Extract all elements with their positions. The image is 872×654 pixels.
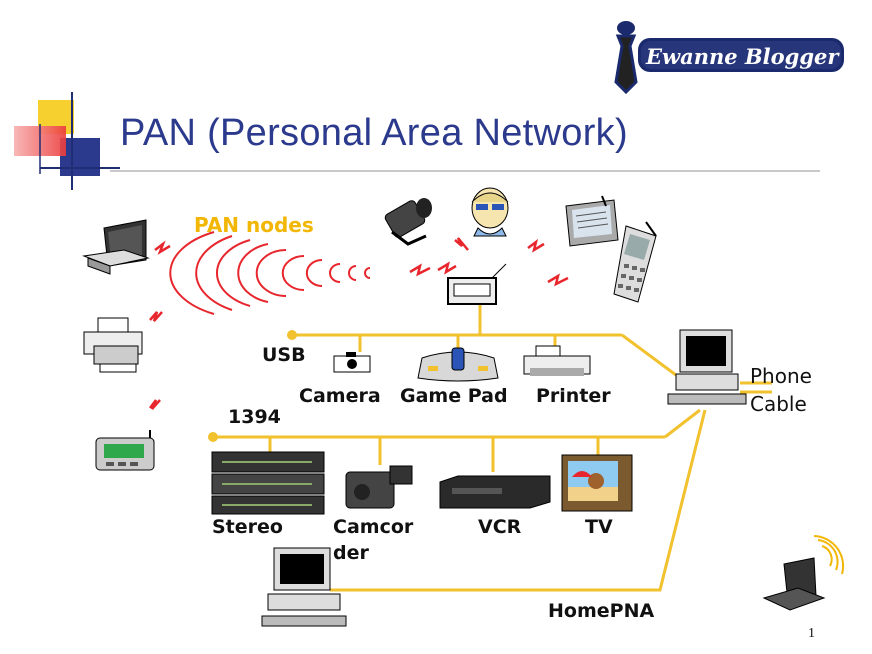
bus-1394-label: 1394 xyxy=(228,406,281,428)
camcorder-label-line1: Camcor xyxy=(333,516,414,538)
cable-label: Cable xyxy=(750,392,807,416)
camcorder-icon xyxy=(345,465,413,509)
wireless-waves xyxy=(169,231,371,315)
laptop-icon xyxy=(82,219,150,275)
logo-text: Ewanne Blogger xyxy=(646,44,839,69)
usb-printer-icon xyxy=(523,345,591,376)
stereo-icon xyxy=(211,451,325,515)
corner-laptop-icon xyxy=(762,535,845,611)
bus-lines xyxy=(213,305,772,592)
printer-icon xyxy=(83,317,143,373)
signal-bolts xyxy=(149,237,569,410)
hub-icon xyxy=(447,263,507,305)
camcorder-label-line2: der xyxy=(333,542,369,564)
stereo-label: Stereo xyxy=(212,516,283,538)
phone-label: Phone xyxy=(750,364,812,388)
pda-icon xyxy=(565,195,619,247)
tv-icon xyxy=(561,454,633,512)
cellphone-icon xyxy=(613,221,657,303)
pan-nodes-label: PAN nodes xyxy=(194,213,314,237)
slide-number: 1 xyxy=(808,626,815,641)
homepna-computer-icon xyxy=(261,547,347,627)
vcr-icon xyxy=(439,475,551,509)
gamepad-icon xyxy=(417,347,499,382)
tie-icon xyxy=(614,19,844,95)
title-decoration xyxy=(14,92,120,190)
pager-icon xyxy=(95,430,155,471)
usb-label: USB xyxy=(262,344,306,366)
tv-label: TV xyxy=(585,516,613,538)
printer-label: Printer xyxy=(536,385,611,407)
camcorder-top-icon xyxy=(384,198,432,246)
homepna-line xyxy=(330,409,707,592)
title-underline xyxy=(110,170,820,172)
logo: Ewanne Blogger xyxy=(612,16,848,95)
homepna-label: HomePNA xyxy=(548,600,655,622)
page-title: PAN (Personal Area Network) xyxy=(120,112,628,154)
vcr-label: VCR xyxy=(478,516,522,538)
person-icon xyxy=(471,187,509,237)
camera-label: Camera xyxy=(299,385,381,407)
camera-icon xyxy=(333,352,371,373)
desktop-computer-icon xyxy=(667,329,747,405)
game-pad-label: Game Pad xyxy=(400,385,508,407)
